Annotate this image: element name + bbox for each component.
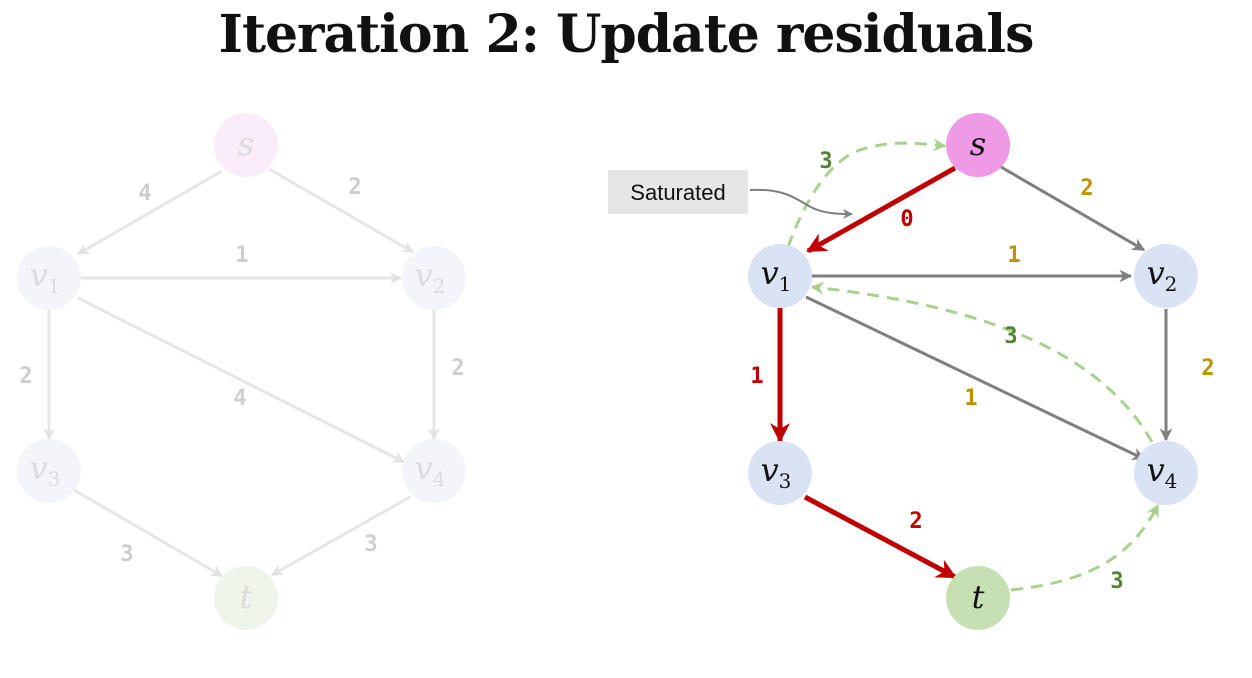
right-node-t (946, 566, 1010, 630)
page-title: Iteration 2: Update residuals (218, 4, 1035, 65)
right-node-v2 (1134, 244, 1198, 308)
right-node-s (946, 113, 1010, 177)
right-residual-v4-v1 (810, 281, 1154, 443)
right-node-label-v3: v3 (761, 451, 792, 493)
left-node-s (214, 113, 278, 177)
left-edge-v3-t (73, 488, 224, 578)
callout-arrow (749, 188, 853, 219)
callout-box (608, 170, 748, 214)
left-edge-label-v1-v4: 4 (233, 386, 246, 411)
right-node-label-s: s (970, 125, 986, 163)
left-node-label-t: t (240, 578, 253, 616)
left-node-label-s: s (238, 125, 254, 163)
right-node-label-v4: v4 (1147, 451, 1178, 493)
right-edge-v3-t (803, 494, 957, 580)
left-node-v3 (17, 439, 81, 503)
right-edge-v1-v4 (805, 295, 1146, 461)
right-edge-s-v2 (1000, 165, 1146, 252)
right-edge-label-v1-v4: 1 (964, 386, 977, 411)
right-residual-v1-s (786, 138, 947, 248)
left-edge-label-v2-v4: 2 (451, 356, 464, 381)
left-edge-v1-v4 (77, 296, 406, 464)
left-edge-s-v2 (268, 167, 415, 254)
right-residual-label-v1-s: 3 (819, 149, 832, 174)
right-residual-t-v4 (1010, 503, 1160, 592)
left-edge-label-s-v2: 2 (348, 175, 361, 200)
right-node-v4 (1134, 441, 1198, 505)
left-node-label-v2: v2 (415, 256, 446, 298)
left-edge-s-v1 (76, 169, 223, 256)
saturated-callout: Saturated (608, 170, 853, 219)
right-edge-label-v1-v2: 1 (1007, 243, 1020, 268)
right-edge-label-s-v2: 2 (1080, 176, 1093, 201)
right-node-label-v1: v1 (761, 254, 792, 296)
left-node-label-v1: v1 (30, 256, 61, 298)
right-residual-label-v4-v1: 3 (1004, 324, 1017, 349)
right-graph: 0 2 1 1 1 2 2 3 3 3 s v1 v2 v3 v4 t (748, 113, 1215, 630)
left-edge-label-v1-v3: 2 (19, 364, 32, 389)
left-graph: 4 2 1 2 4 2 3 3 s v1 v2 v3 v4 t (17, 113, 466, 630)
right-node-label-t: t (972, 578, 985, 616)
left-edge-v4-t (270, 495, 411, 577)
left-node-v4 (402, 439, 466, 503)
left-edge-label-s-v1: 4 (138, 181, 151, 206)
left-node-label-v3: v3 (30, 449, 61, 491)
right-edge-label-v2-v4: 2 (1201, 356, 1214, 381)
left-node-v2 (402, 246, 466, 310)
right-node-label-v2: v2 (1147, 254, 1178, 296)
left-node-label-v4: v4 (415, 449, 446, 491)
right-edge-label-v3-t: 2 (909, 509, 922, 534)
left-node-t (214, 566, 278, 630)
right-node-v1 (748, 244, 812, 308)
right-edge-s-v1 (806, 165, 957, 254)
left-edge-label-v4-t: 3 (364, 532, 377, 557)
right-edge-label-s-v1: 0 (900, 207, 913, 232)
left-edge-label-v3-t: 3 (120, 542, 133, 567)
right-edge-label-v1-v3: 1 (750, 364, 763, 389)
callout-text: Saturated (630, 180, 725, 205)
left-edge-label-v1-v2: 1 (235, 243, 248, 268)
right-node-v3 (748, 441, 812, 505)
left-node-v1 (17, 246, 81, 310)
right-residual-label-t-v4: 3 (1110, 569, 1123, 594)
